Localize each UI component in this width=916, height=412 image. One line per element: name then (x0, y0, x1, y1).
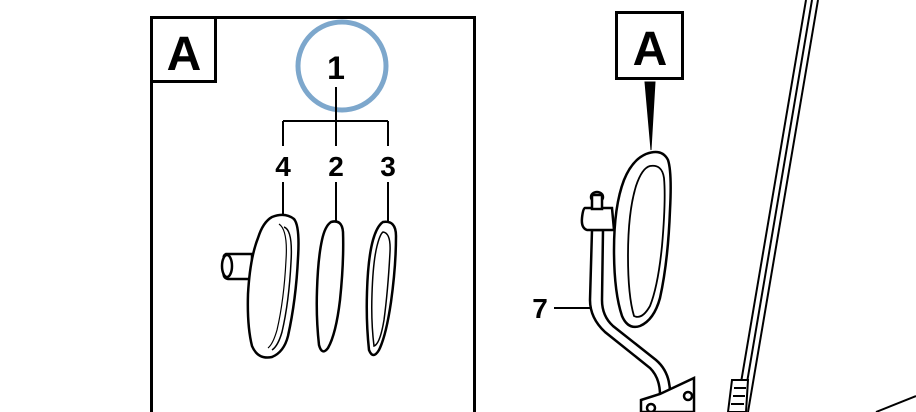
callout-2: 2 (328, 151, 344, 182)
callout-7: 7 (532, 293, 548, 324)
antenna-pillar (735, 0, 819, 412)
assembled-mirror (580, 150, 672, 329)
antenna-base (726, 379, 916, 412)
detail-view: A 1 4 2 3 (150, 16, 476, 412)
assembly-view-label: A (633, 23, 668, 76)
callout-4: 4 (275, 151, 291, 182)
assembly-view-label-box (615, 11, 684, 80)
assembly-view: A 7 (532, 0, 916, 412)
callout-leaders (282, 182, 389, 222)
detail-view-frame (150, 16, 476, 412)
view-direction-arrow (644, 81, 656, 151)
part-4-mirror-housing (220, 213, 300, 359)
part-3-mirror-glass-with-frame (365, 220, 398, 357)
part-2-mirror-glass (315, 220, 345, 353)
callout-1: 1 (327, 50, 345, 86)
callout-3: 3 (380, 151, 396, 182)
detail-view-label: A (167, 28, 202, 81)
callout-bracket (282, 87, 389, 146)
callout-1-highlight-circle (295, 19, 389, 113)
detail-view-label-box (150, 16, 217, 83)
mirror-bracket-arm (588, 228, 696, 412)
